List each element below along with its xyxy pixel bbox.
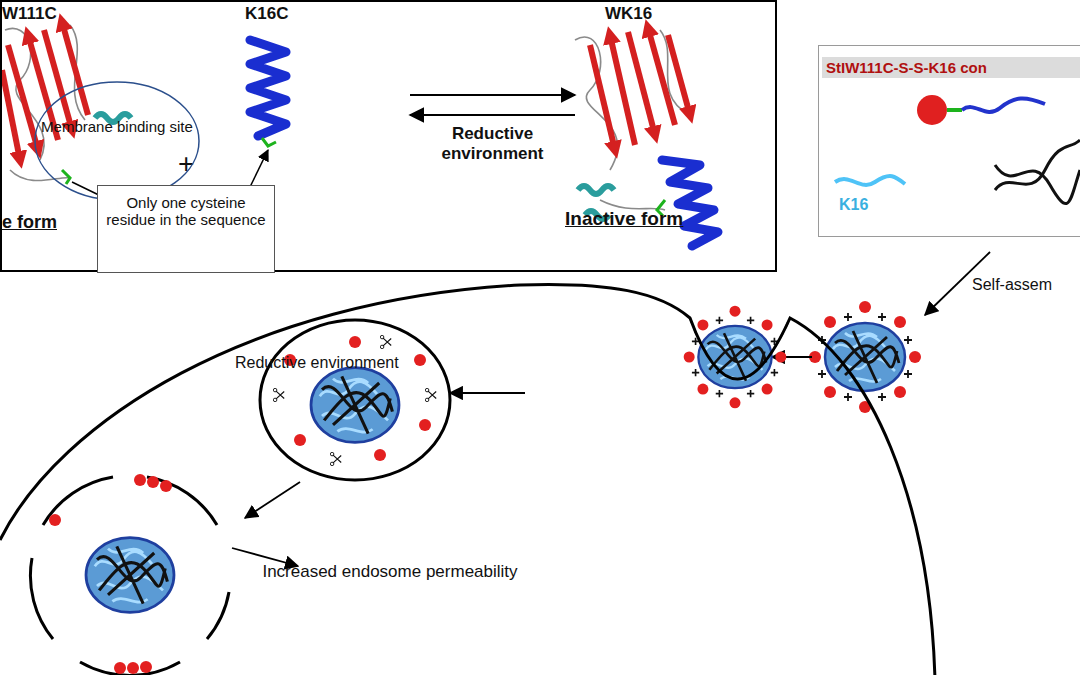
- node-text: Reductive environment: [235, 354, 399, 372]
- flow-arrow: [450, 392, 525, 394]
- outcome-label: Increased endosome permeability: [245, 562, 535, 582]
- callout-box: Only one cysteine residue in the sequenc…: [97, 185, 275, 273]
- cell-outline-outline: [0, 284, 935, 675]
- node-text: Reductive environment: [420, 124, 565, 163]
- conjugate-legend-box: StIW111C-S-S-K16 conK16: [818, 45, 1080, 237]
- node-text: WK16: [605, 4, 652, 24]
- step-label: Self-assem: [972, 276, 1052, 294]
- flow-arrow: [245, 482, 300, 518]
- equilibrium-arrows: [410, 95, 575, 115]
- node-text: Only one cysteine residue in the sequenc…: [104, 194, 268, 229]
- panel-frame: W111CK16C+WK16Reductive environmente for…: [0, 0, 777, 272]
- node-text: Membrane binding site: [32, 118, 202, 135]
- node-text: W111C: [2, 4, 57, 24]
- node-text: K16C: [245, 4, 288, 24]
- binding-site-ellipse-shape: [32, 80, 202, 202]
- binding-site-ellipse: Membrane binding site: [32, 80, 202, 202]
- nanoparticle: [684, 306, 787, 409]
- conjugate-legend-art: [835, 95, 1080, 204]
- node-text: e form: [2, 212, 57, 233]
- cell-outline: Reductive environment: [0, 282, 940, 675]
- binding-site-ellipse-outline: [35, 82, 199, 200]
- permeabilized-endosome: [30, 474, 229, 675]
- cell-outline-shape: [0, 282, 940, 675]
- node-text: Inactive form: [565, 208, 683, 230]
- node-text: StIW111C-S-S-K16 con: [822, 57, 1080, 78]
- endosome: [260, 320, 450, 480]
- protein-cartoon: [2, 22, 131, 184]
- peptide-helix: [250, 40, 286, 146]
- node-text: K16: [839, 196, 868, 214]
